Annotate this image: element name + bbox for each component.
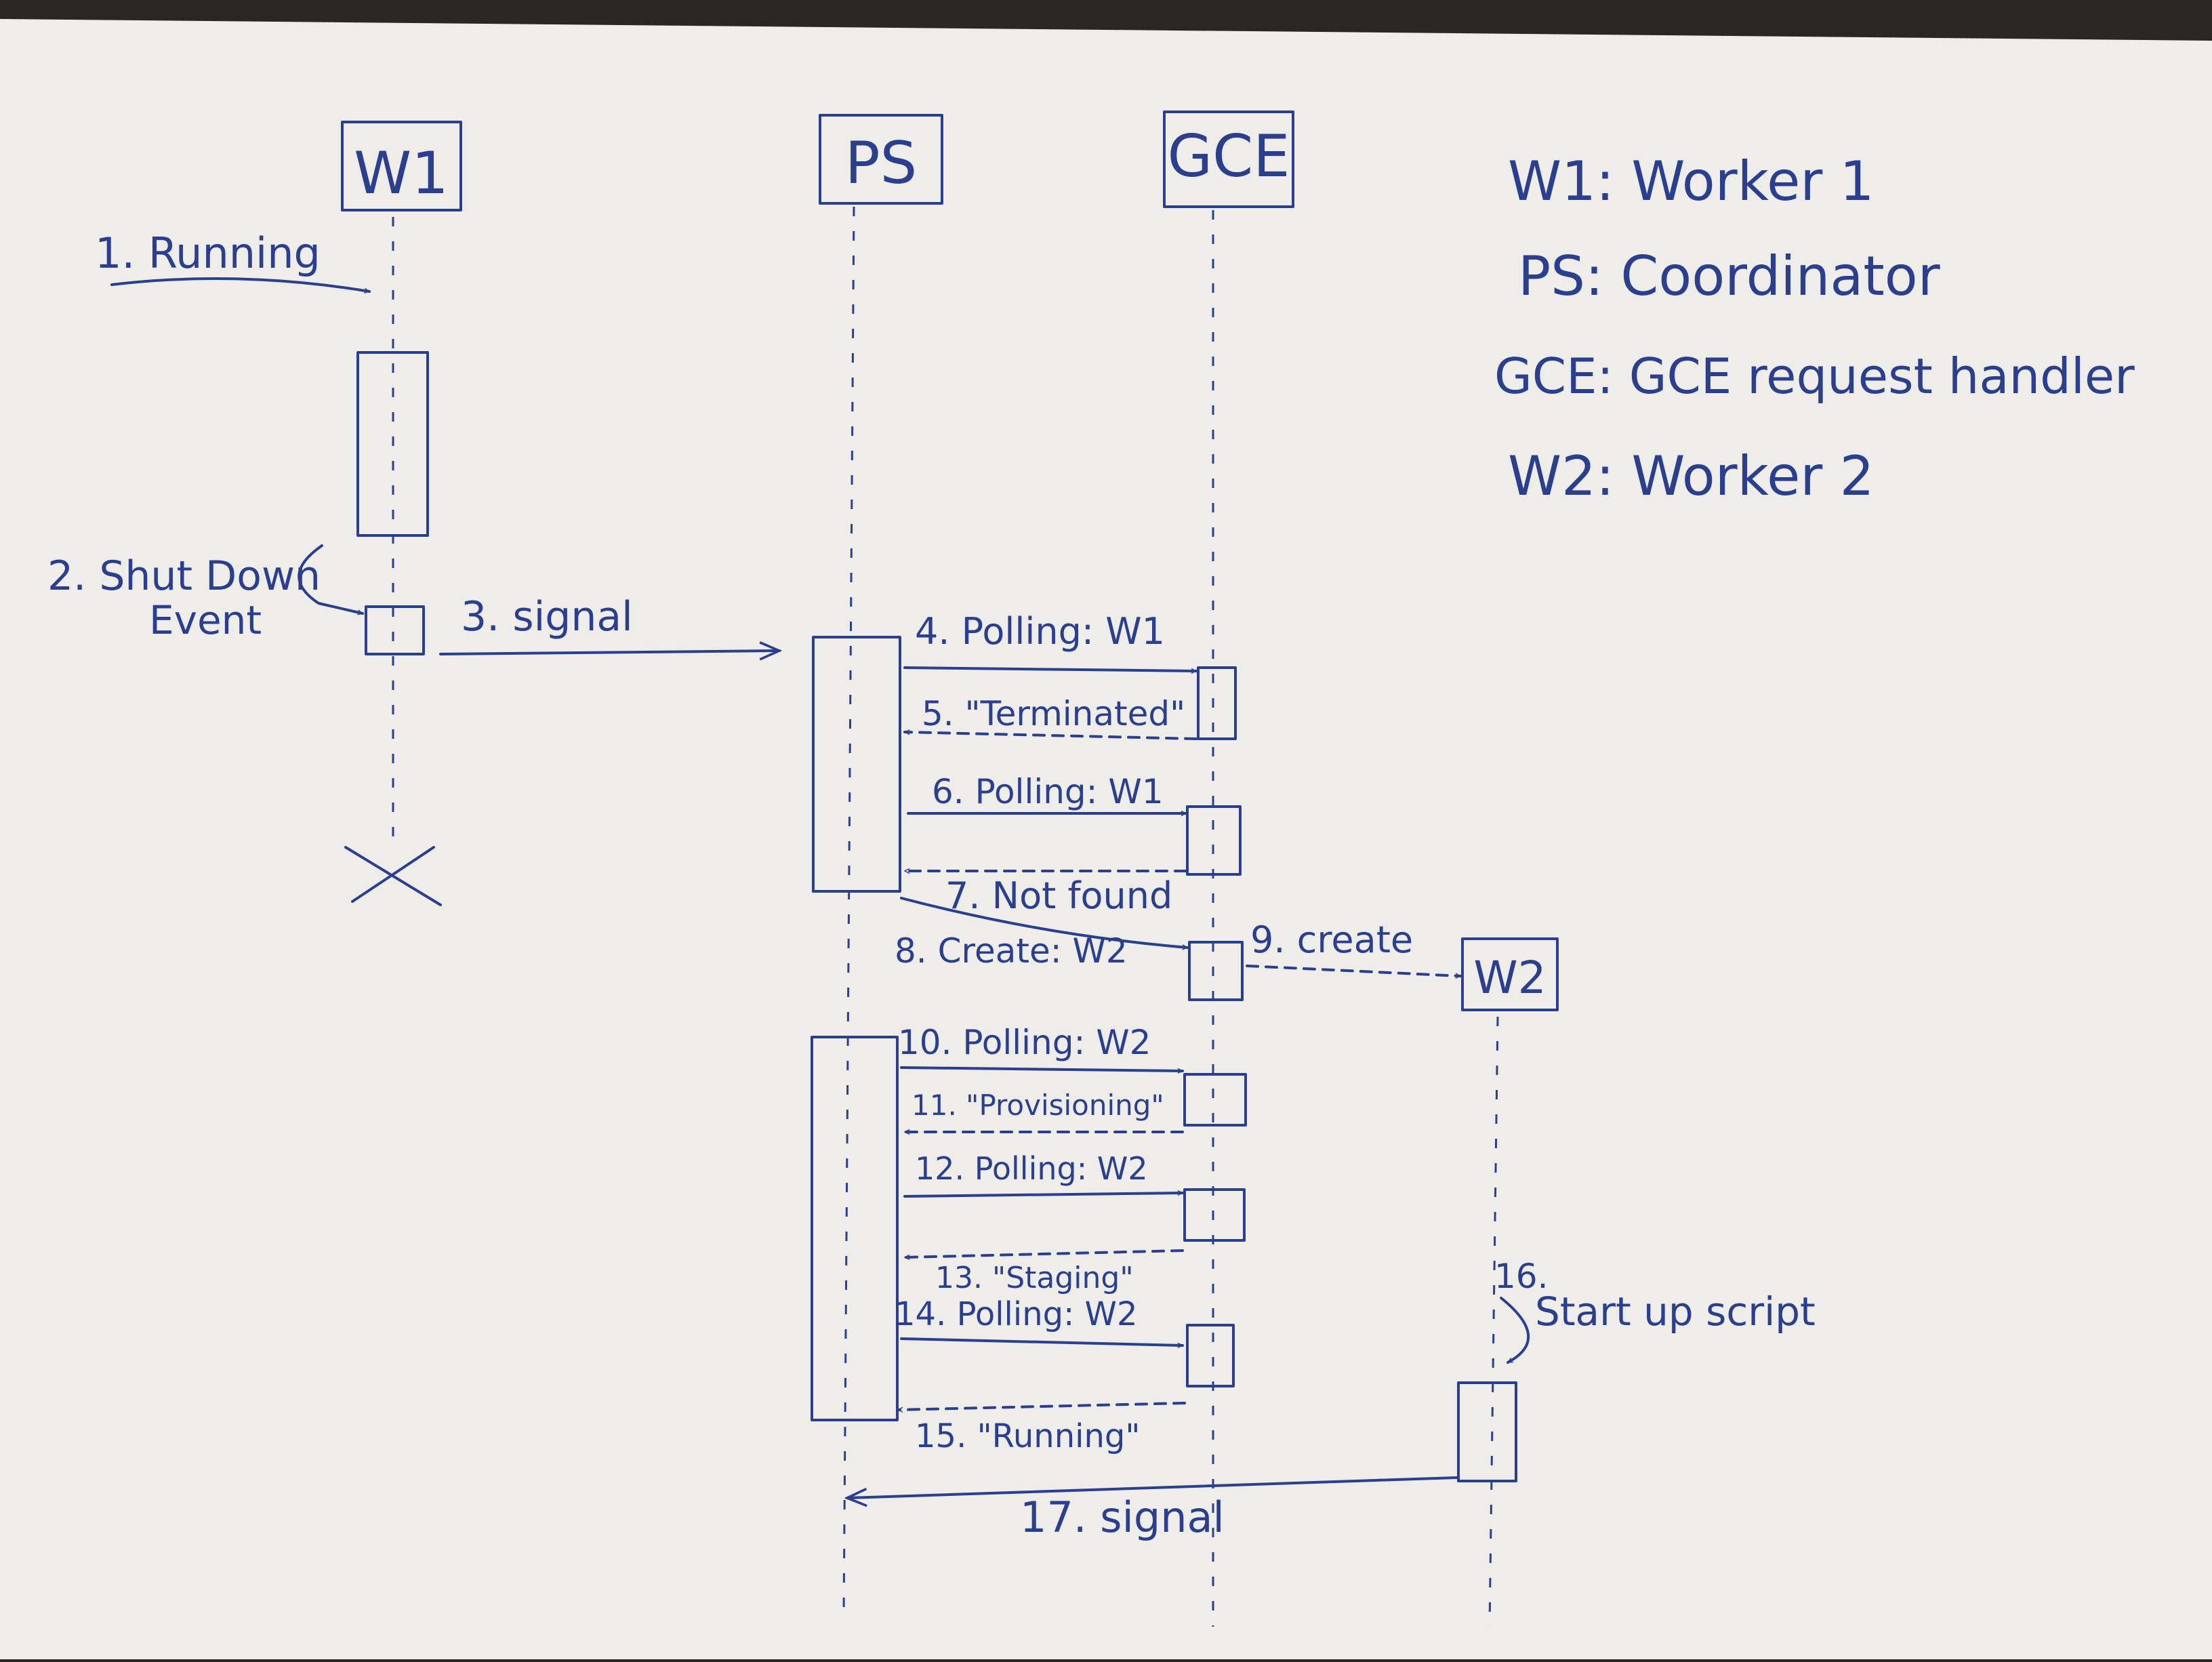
activation-ps-1 (812, 636, 901, 893)
arrow-16-startup-script (1500, 1297, 1530, 1364)
legend-ps: PS: Coordinator (1518, 245, 1940, 308)
message-label-15: 15. "Running" (915, 1417, 1140, 1455)
participant-box-ps (819, 114, 943, 205)
legend-w1: W1: Worker 1 (1508, 150, 1875, 213)
arrow-5-terminated (903, 732, 1197, 740)
arrow-14-polling-w2 (900, 1337, 1184, 1345)
message-label-16: Start up script (1535, 1289, 1816, 1335)
participant-box-gce (1163, 110, 1294, 208)
message-label-11: 11. "Provisioning" (912, 1089, 1164, 1122)
message-label-5: 5. "Terminated" (922, 694, 1185, 733)
arrow-8-create-w2 (900, 897, 1189, 948)
participant-label-w1: W1 (354, 140, 449, 207)
activation-ps-2 (811, 1036, 899, 1421)
arrow-10-polling-w2 (900, 1066, 1184, 1071)
arrow-15-running (897, 1402, 1186, 1410)
arrow-3-signal (439, 651, 779, 654)
message-label-3: 3. signal (461, 593, 633, 641)
lifeline-ps (842, 206, 855, 1614)
activation-gce-9 (1188, 941, 1244, 1001)
activation-gce-15 (1186, 1324, 1235, 1387)
legend-gce: GCE: GCE request handler (1494, 348, 2135, 405)
participant-box-w2 (1461, 937, 1559, 1011)
activation-gce-5 (1197, 666, 1237, 740)
message-label-14: 14. Polling: W2 (895, 1295, 1138, 1333)
paper-sheet (0, 19, 2212, 1659)
message-label-12: 12. Polling: W2 (915, 1150, 1148, 1187)
arrow-1-running (110, 277, 371, 291)
message-label-1: 1. Running (95, 228, 321, 278)
message-label-2-event: Event (149, 597, 262, 643)
arrow-17-signal (847, 1476, 1458, 1498)
activation-w1-running (356, 351, 429, 537)
message-label-4: 4. Polling: W1 (915, 610, 1165, 653)
message-label-6: 6. Polling: W1 (932, 772, 1164, 811)
message-label-8: 8. Create: W2 (895, 931, 1128, 971)
arrow-9-create (1246, 965, 1462, 976)
arrow-2-shutdown (298, 544, 364, 613)
participant-label-w2: W2 (1473, 952, 1546, 1004)
legend-w2: W2: Worker 2 (1508, 445, 1875, 508)
message-label-13: 13. "Staging" (935, 1261, 1134, 1295)
destroy-mark-w1 (344, 846, 442, 906)
arrow-4-polling-w1 (903, 666, 1197, 671)
arrow-12-polling-w2 (903, 1193, 1184, 1198)
message-label-16-number: 16. (1494, 1257, 1549, 1296)
activation-gce-11 (1183, 1073, 1247, 1127)
activation-w2-startup (1457, 1381, 1517, 1482)
participant-box-w1 (341, 121, 462, 211)
lifeline-w2 (1488, 1016, 1499, 1627)
message-label-10: 10. Polling: W2 (898, 1023, 1151, 1062)
message-label-9: 9. create (1250, 918, 1413, 961)
activation-gce-13 (1183, 1188, 1246, 1242)
message-label-7: 7. Not found (945, 874, 1172, 917)
participant-label-gce: GCE (1167, 123, 1290, 190)
participant-label-ps: PS (845, 129, 917, 197)
arrow-13-staging (903, 1249, 1184, 1257)
message-label-17: 17. signal (1020, 1493, 1225, 1542)
activation-w1-shutdown (365, 605, 425, 655)
message-label-2: 2. Shut Down (47, 552, 321, 600)
activation-gce-7 (1186, 805, 1242, 876)
